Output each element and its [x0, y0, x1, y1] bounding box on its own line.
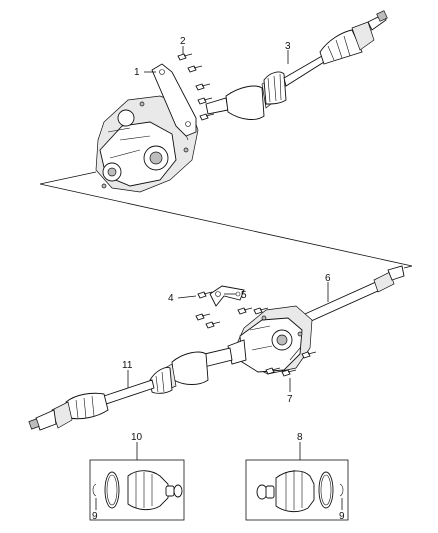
- callout-7: 7: [287, 394, 293, 405]
- callout-11: 11: [122, 360, 133, 371]
- power-transfer-unit-upper: [95, 95, 199, 193]
- bracket-upper: [151, 63, 197, 137]
- half-shaft-lower-left: [28, 347, 233, 431]
- bolts-upper: [177, 53, 215, 121]
- callout-3: 3: [285, 41, 291, 52]
- callout-6: 6: [325, 273, 331, 284]
- half-shaft-upper: [205, 10, 388, 120]
- callout-4: 4: [168, 293, 174, 304]
- callout-1: 1: [134, 67, 140, 78]
- callout-9-left: 9: [92, 511, 98, 522]
- bracket-lower: [209, 285, 245, 307]
- callout-5: 5: [241, 290, 247, 301]
- boot-kit-box-left: [89, 459, 185, 521]
- callout-9-right: 9: [339, 511, 345, 522]
- connector-line: [39, 171, 413, 269]
- leader-lines: [95, 46, 343, 510]
- callout-8: 8: [297, 432, 303, 443]
- callout-10: 10: [131, 432, 143, 443]
- power-transfer-unit-lower: [227, 305, 313, 375]
- half-shaft-lower-right: [295, 265, 405, 327]
- callout-2: 2: [180, 36, 186, 47]
- boot-kit-box-right: [245, 459, 349, 521]
- bolts-lower: [195, 291, 317, 377]
